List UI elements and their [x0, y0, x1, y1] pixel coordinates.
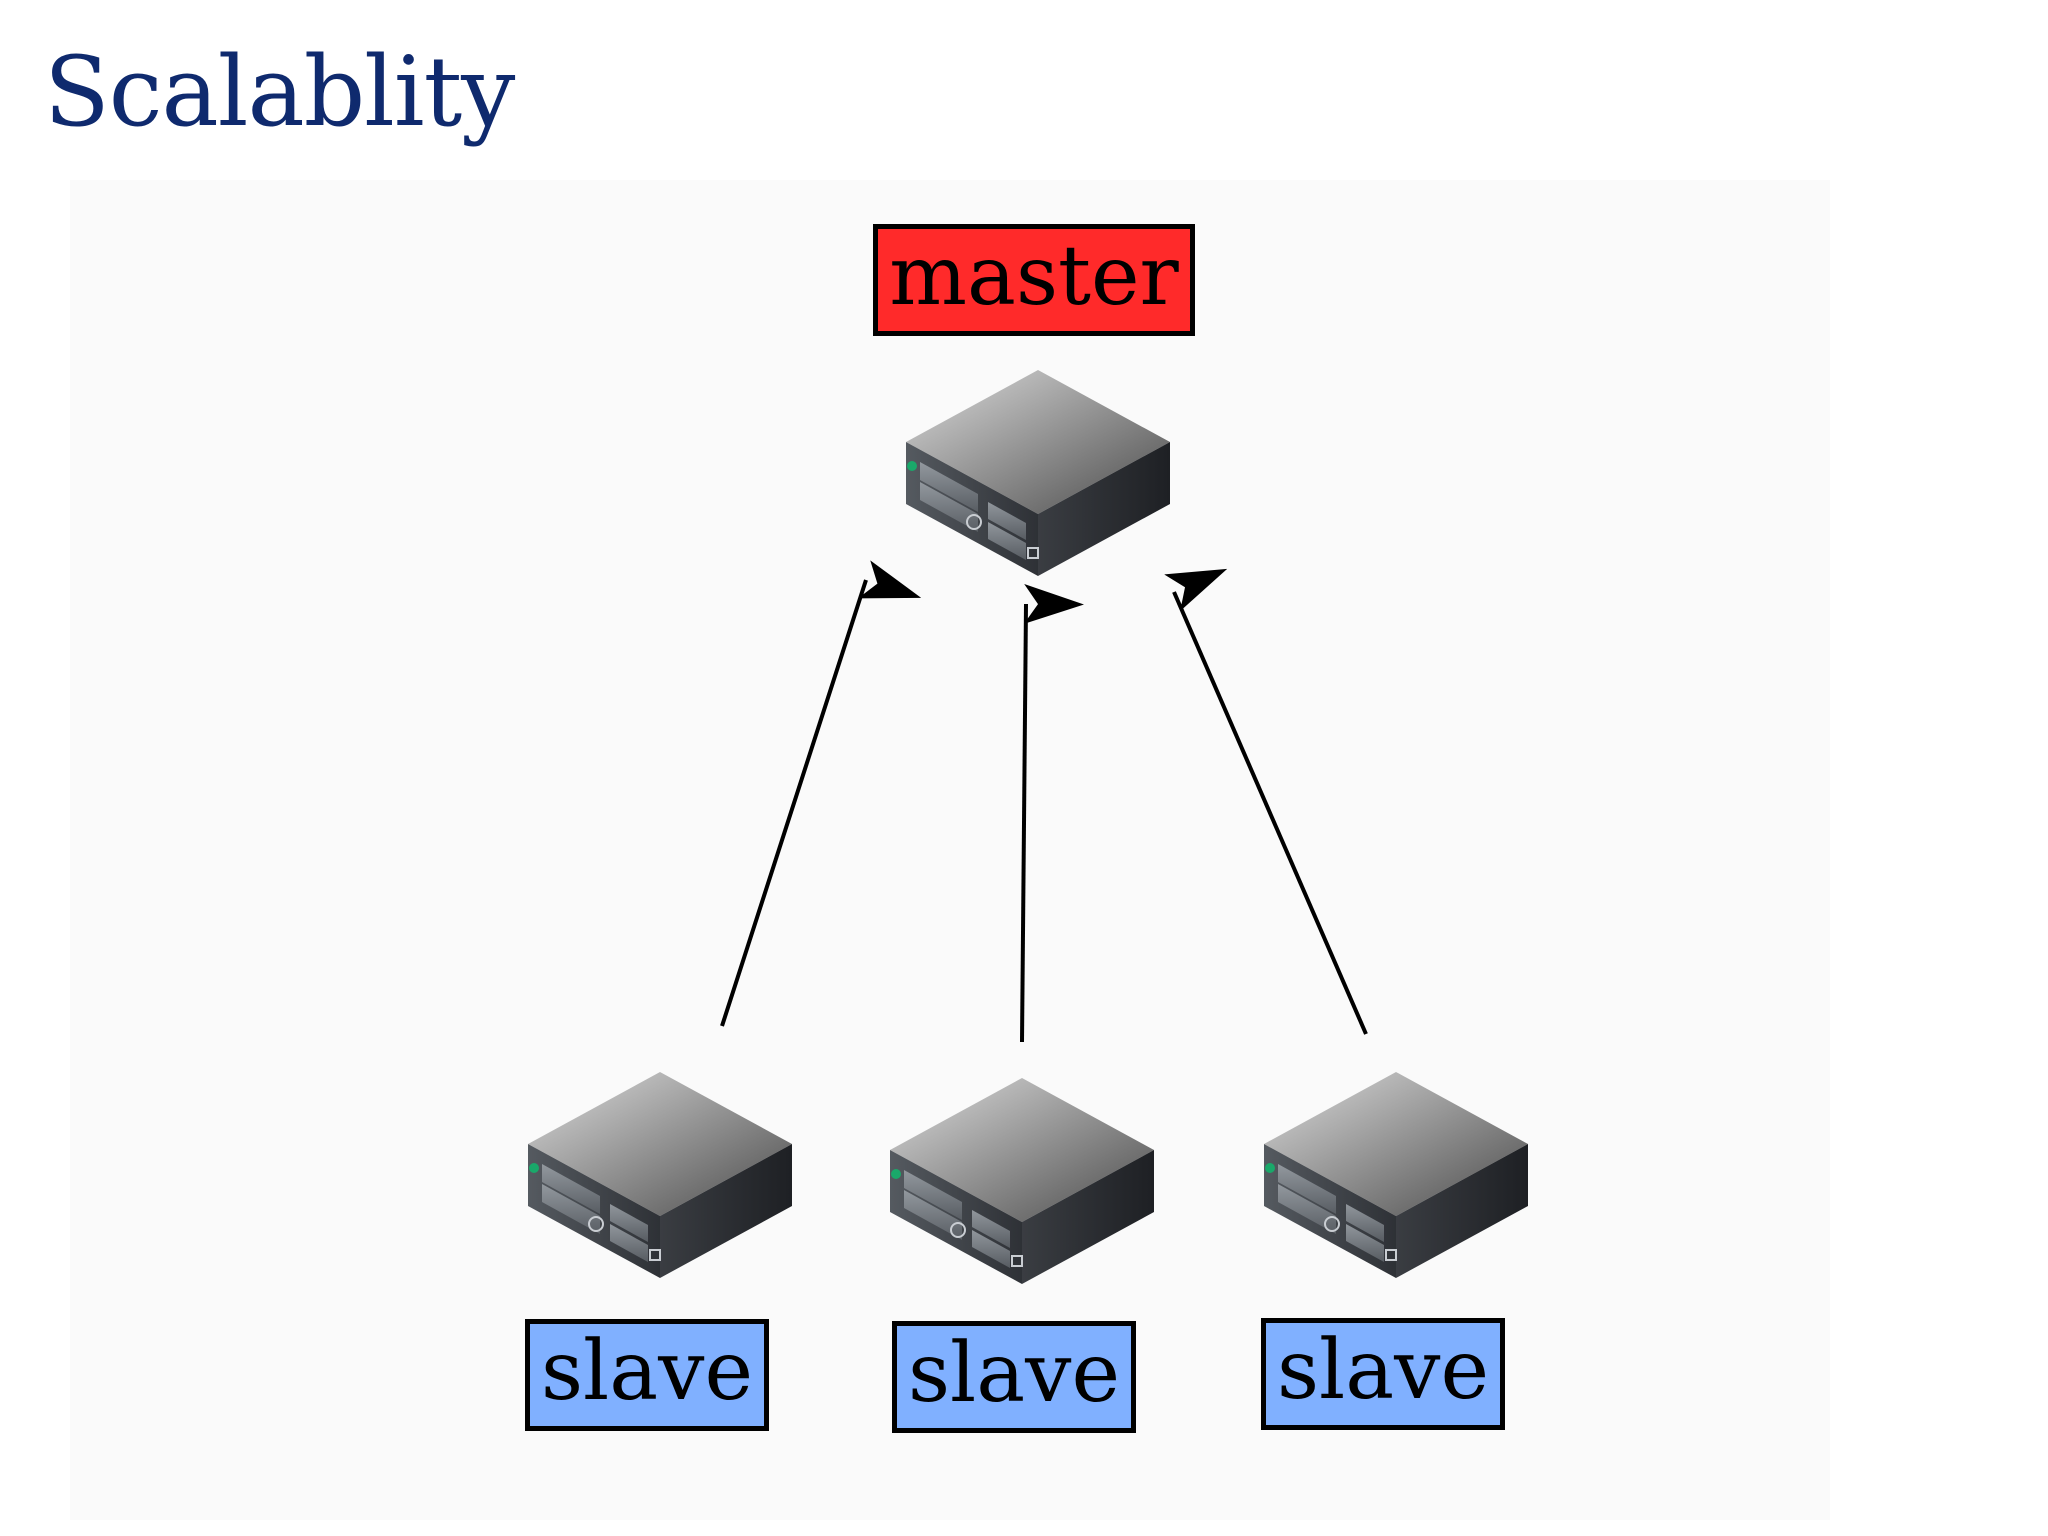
arrow-slave-2-to-master — [1020, 583, 1084, 1043]
slave-server-icon-3 — [1263, 1071, 1529, 1279]
diagram-background — [70, 180, 1830, 1520]
master-label: master — [873, 224, 1195, 336]
slave-label-2: slave — [892, 1321, 1136, 1433]
slave-server-icon-1 — [527, 1071, 793, 1279]
slave-server-icon-2 — [889, 1077, 1155, 1285]
arrow-slave-1-to-master — [720, 560, 922, 1027]
slave-label-1: slave — [525, 1319, 769, 1431]
master-server-icon — [905, 369, 1171, 577]
slide-title: Scalablity — [44, 36, 515, 148]
slave-label-3: slave — [1261, 1318, 1505, 1430]
arrow-slave-3-to-master — [1164, 568, 1368, 1035]
